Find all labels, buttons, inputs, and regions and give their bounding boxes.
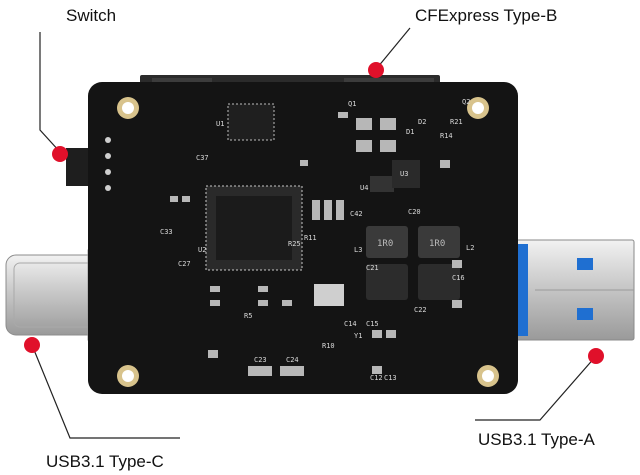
silk-r25: R25	[288, 240, 301, 248]
silk-inductor-1: 1R0	[377, 239, 393, 249]
marker-cfexpress	[368, 62, 384, 78]
silk-c15: C15	[366, 320, 379, 328]
marker-usb-a	[588, 348, 604, 364]
silk-r21: R21	[450, 118, 463, 126]
silk-r14: R14	[440, 132, 453, 140]
silk-u3: U3	[400, 170, 408, 178]
crystal-y1	[314, 284, 344, 306]
inductors	[366, 226, 460, 300]
silkscreen-labels: U1 U2 U3 U4 Q1 Q2 D1 D2 Y1 L2 L3 R21 R14…	[160, 98, 474, 382]
silk-c21: C21	[366, 264, 379, 272]
silk-d2: D2	[418, 118, 426, 126]
silk-c33: C33	[160, 228, 173, 236]
marker-usb-c	[24, 337, 40, 353]
silk-c16: C16	[452, 274, 465, 282]
silk-c12: C12	[370, 374, 383, 382]
silk-l3: L3	[354, 246, 362, 254]
silk-u1: U1	[216, 120, 224, 128]
silk-u4: U4	[360, 184, 368, 192]
silk-c14: C14	[344, 320, 357, 328]
cfexpress-label: CFExpress Type-B	[415, 6, 558, 25]
switch-label: Switch	[66, 6, 117, 25]
passive-components	[170, 112, 462, 376]
silk-r5: R5	[244, 312, 252, 320]
silk-c20: C20	[408, 208, 421, 216]
usb-a-label: USB3.1 Type-A	[478, 430, 595, 449]
usb-a-connector	[499, 239, 635, 341]
silk-d1: D1	[406, 128, 414, 136]
callout-markers	[24, 62, 604, 364]
silk-y1: Y1	[354, 332, 362, 340]
silk-q1: Q1	[348, 100, 356, 108]
silk-c23: C23	[254, 356, 267, 364]
silk-c22: C22	[414, 306, 427, 314]
silk-l2: L2	[466, 244, 474, 252]
silk-c13: C13	[384, 374, 397, 382]
silk-inductor-2: 1R0	[429, 239, 445, 249]
silk-c37: C37	[196, 154, 209, 162]
marker-switch	[52, 146, 68, 162]
silk-c27: C27	[178, 260, 191, 268]
silk-r11: R11	[304, 234, 317, 242]
u1-chip	[227, 103, 275, 141]
leader-lines	[31, 27, 597, 439]
controller-chip	[205, 185, 303, 271]
silk-u2: U2	[198, 246, 206, 254]
silk-c42: C42	[350, 210, 363, 218]
switch-pins	[105, 137, 111, 191]
switch-slider	[66, 148, 92, 186]
usb-c-label: USB3.1 Type-C	[46, 452, 164, 471]
silk-c24: C24	[286, 356, 299, 364]
silk-r10: R10	[322, 342, 335, 350]
silk-q2: Q2	[462, 98, 470, 106]
